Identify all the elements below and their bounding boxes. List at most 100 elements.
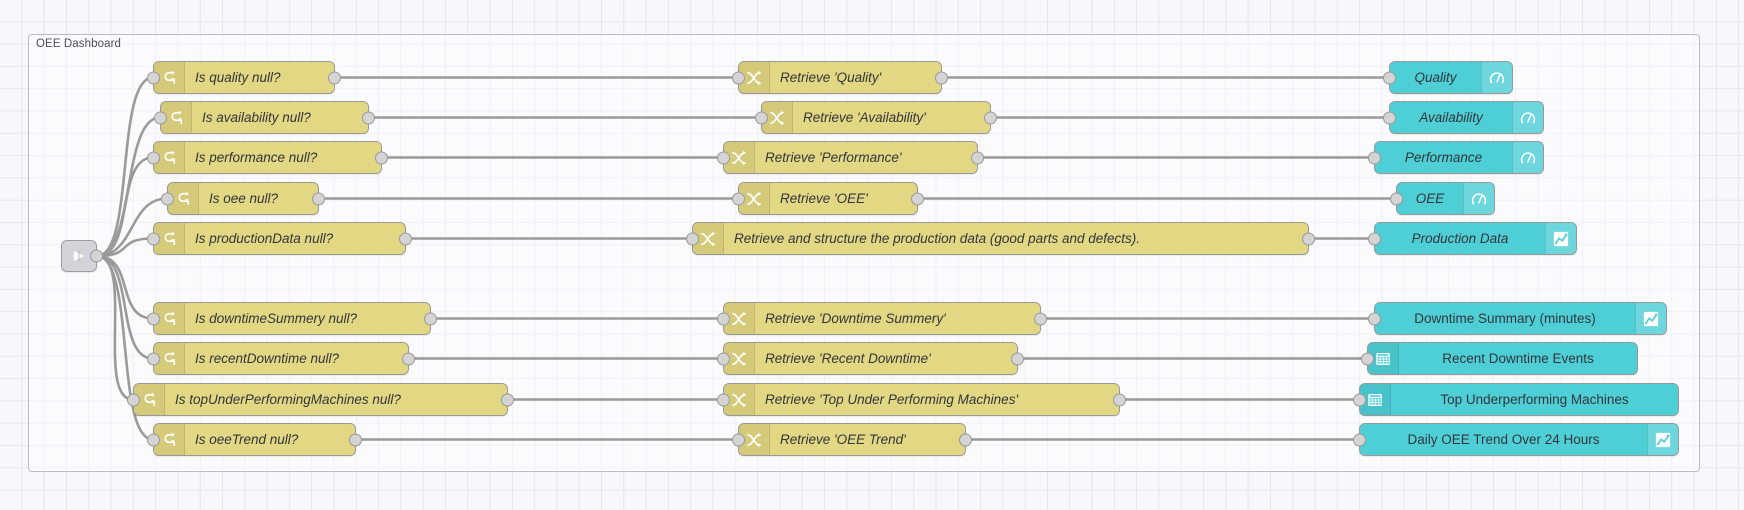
check-node-performance[interactable]: Is performance null? [147,141,388,174]
retrieve-node-oee-label: Retrieve 'OEE' [780,191,868,206]
retrieve-node-quality[interactable]: Retrieve 'Quality' [732,61,948,94]
check-node-topUnderPerformingMachines-port-out[interactable] [501,393,514,406]
retrieve-node-productionData-port-in[interactable] [686,232,699,245]
output-node-downtimeSummery-label: Downtime Summary (minutes) [1414,311,1596,326]
check-node-quality-port-in[interactable] [147,71,160,84]
check-node-oee[interactable]: Is oee null? [161,182,325,215]
retrieve-node-quality-port-out[interactable] [935,71,948,84]
retrieve-node-performance-label: Retrieve 'Performance' [765,150,902,165]
check-node-recentDowntime-label: Is recentDowntime null? [195,351,340,366]
retrieve-node-topUnderPerformingMachines-port-in[interactable] [717,393,730,406]
retrieve-node-oeeTrend-port-in[interactable] [732,433,745,446]
flow-trigger-node[interactable] [61,240,103,272]
check-node-oeeTrend[interactable]: Is oeeTrend null? [147,423,362,456]
check-node-downtimeSummery-port-out[interactable] [424,312,437,325]
retrieve-node-productionData-port-out[interactable] [1302,232,1315,245]
check-node-oeeTrend-port-out[interactable] [349,433,362,446]
check-node-quality-port-out[interactable] [328,71,341,84]
retrieve-node-downtimeSummery-port-in[interactable] [717,312,730,325]
output-node-topUnderPerformingMachines-label: Top Underperforming Machines [1440,392,1629,407]
output-node-oee-label: OEE [1415,191,1445,206]
retrieve-node-productionData[interactable]: Retrieve and structure the production da… [686,222,1315,255]
output-node-quality-port-in[interactable] [1383,71,1396,84]
retrieve-node-oee[interactable]: Retrieve 'OEE' [732,182,924,215]
check-node-performance-port-in[interactable] [147,151,160,164]
check-node-oee-port-in[interactable] [161,192,174,205]
retrieve-node-downtimeSummery[interactable]: Retrieve 'Downtime Summery' [717,302,1047,335]
output-node-availability[interactable]: Availability [1383,101,1544,134]
check-node-topUnderPerformingMachines[interactable]: Is topUnderPerformingMachines null? [127,383,514,416]
retrieve-node-recentDowntime-port-in[interactable] [717,352,730,365]
check-node-availability-port-in[interactable] [154,111,167,124]
output-node-oee-port-in[interactable] [1390,192,1403,205]
gauge-icon [1512,102,1543,133]
output-node-downtimeSummery-port-in[interactable] [1368,312,1381,325]
retrieve-node-productionData-label: Retrieve and structure the production da… [734,231,1140,246]
check-node-recentDowntime[interactable]: Is recentDowntime null? [147,342,415,375]
check-node-oeeTrend-port-in[interactable] [147,433,160,446]
retrieve-node-performance-port-in[interactable] [717,151,730,164]
retrieve-node-recentDowntime[interactable]: Retrieve 'Recent Downtime' [717,342,1024,375]
check-node-oee-port-out[interactable] [312,192,325,205]
check-node-quality[interactable]: Is quality null? [147,61,341,94]
flow-trigger-port-out[interactable] [90,249,103,263]
check-node-topUnderPerformingMachines-port-in[interactable] [127,393,140,406]
output-node-recentDowntime-label: Recent Downtime Events [1442,351,1594,366]
change-icon [724,142,755,173]
output-node-productionData[interactable]: Production Data [1368,222,1577,255]
change-icon [693,223,724,254]
retrieve-node-availability-port-out[interactable] [984,111,997,124]
output-node-performance[interactable]: Performance [1368,141,1544,174]
check-node-recentDowntime-port-out[interactable] [402,352,415,365]
output-node-topUnderPerformingMachines-port-in[interactable] [1353,393,1366,406]
output-node-recentDowntime-port-in[interactable] [1361,352,1374,365]
check-node-productionData-port-out[interactable] [399,232,412,245]
output-node-oee[interactable]: OEE [1390,182,1495,215]
retrieve-node-recentDowntime-port-out[interactable] [1011,352,1024,365]
check-node-performance-port-out[interactable] [375,151,388,164]
output-node-oeeTrend-port-in[interactable] [1353,433,1366,446]
change-icon [762,102,793,133]
retrieve-node-quality-port-in[interactable] [732,71,745,84]
output-node-topUnderPerformingMachines[interactable]: Top Underperforming Machines [1353,383,1679,416]
retrieve-node-downtimeSummery-port-out[interactable] [1034,312,1047,325]
check-node-topUnderPerformingMachines-label: Is topUnderPerformingMachines null? [175,392,401,407]
check-node-oee-label: Is oee null? [209,191,279,206]
gauge-icon [1512,142,1543,173]
check-node-performance-label: Is performance null? [195,150,318,165]
output-node-availability-label: Availability [1419,110,1483,125]
output-node-availability-port-in[interactable] [1383,111,1396,124]
output-node-productionData-port-in[interactable] [1368,232,1381,245]
chart-icon [1545,223,1576,254]
gauge-icon [1481,62,1512,93]
retrieve-node-topUnderPerformingMachines[interactable]: Retrieve 'Top Under Performing Machines' [717,383,1126,416]
check-node-availability-port-out[interactable] [362,111,375,124]
check-node-oeeTrend-label: Is oeeTrend null? [195,432,299,447]
retrieve-node-availability[interactable]: Retrieve 'Availability' [755,101,997,134]
output-node-recentDowntime[interactable]: Recent Downtime Events [1361,342,1638,375]
retrieve-node-downtimeSummery-label: Retrieve 'Downtime Summery' [765,311,946,326]
check-node-productionData[interactable]: Is productionData null? [147,222,412,255]
check-node-availability-label: Is availability null? [202,110,311,125]
retrieve-node-availability-port-in[interactable] [755,111,768,124]
output-node-oeeTrend[interactable]: Daily OEE Trend Over 24 Hours [1353,423,1679,456]
retrieve-node-topUnderPerformingMachines-port-out[interactable] [1113,393,1126,406]
retrieve-node-availability-label: Retrieve 'Availability' [803,110,926,125]
retrieve-node-oee-port-out[interactable] [911,192,924,205]
output-node-downtimeSummery[interactable]: Downtime Summary (minutes) [1368,302,1667,335]
output-node-productionData-label: Production Data [1411,231,1509,246]
retrieve-node-performance[interactable]: Retrieve 'Performance' [717,141,984,174]
retrieve-node-performance-port-out[interactable] [971,151,984,164]
output-node-performance-port-in[interactable] [1368,151,1381,164]
check-node-recentDowntime-port-in[interactable] [147,352,160,365]
check-node-downtimeSummery-port-in[interactable] [147,312,160,325]
output-node-quality[interactable]: Quality [1383,61,1513,94]
retrieve-node-quality-label: Retrieve 'Quality' [780,70,882,85]
check-node-availability[interactable]: Is availability null? [154,101,375,134]
check-node-productionData-port-in[interactable] [147,232,160,245]
check-node-downtimeSummery[interactable]: Is downtimeSummery null? [147,302,437,335]
retrieve-node-oeeTrend[interactable]: Retrieve 'OEE Trend' [732,423,972,456]
retrieve-node-oeeTrend-port-out[interactable] [959,433,972,446]
retrieve-node-oee-port-in[interactable] [732,192,745,205]
